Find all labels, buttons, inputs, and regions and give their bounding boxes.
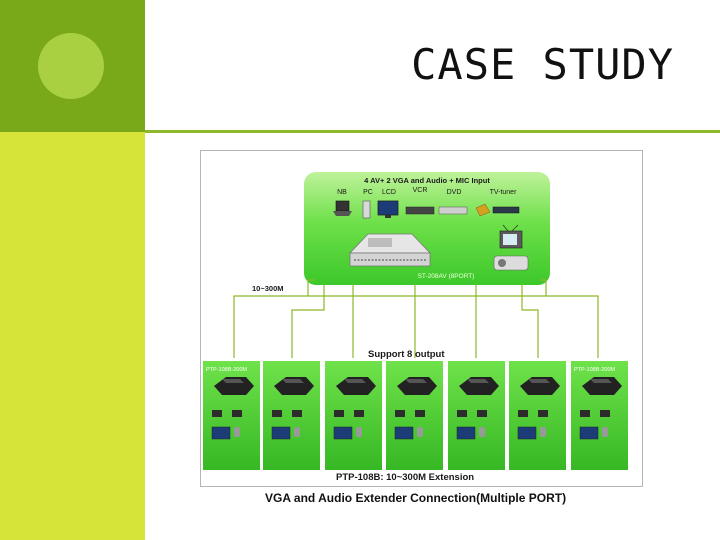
diagram-svg: 4 AV+ 2 VGA and Audio + MIC Input NB PC …	[200, 150, 643, 487]
crt-tv-icon	[499, 224, 523, 249]
diagram-caption: VGA and Audio Extender Connection(Multip…	[265, 491, 567, 505]
receiver-label-left: PTP-108B-200M	[206, 367, 247, 373]
laptop-icon	[333, 200, 352, 216]
projector-icon	[493, 255, 529, 271]
receiver-unit-3	[325, 361, 382, 470]
signal-wiring	[233, 279, 599, 358]
title-divider	[145, 130, 720, 133]
receiver-unit-4	[386, 361, 443, 470]
receiver-unit-1	[203, 361, 260, 470]
speaker-icon	[475, 203, 491, 217]
receiver-unit-6	[509, 361, 566, 470]
vcr-icon	[405, 206, 435, 215]
source-label-pc: PC	[363, 189, 373, 196]
source-label-vcr: VCR	[413, 187, 428, 194]
source-label-nb: NB	[337, 189, 347, 196]
title-bar	[145, 0, 720, 132]
support-label: Support 8 output	[368, 349, 445, 360]
hub-label: ST-208AV (8PORT)	[418, 273, 475, 280]
source-label-lcd: LCD	[382, 189, 396, 196]
receiver-unit-7	[571, 361, 628, 470]
lcd-monitor-icon	[377, 200, 399, 218]
distance-label: 10~300M	[252, 284, 283, 293]
receiver-label-right: PTP-108B-200M	[574, 367, 615, 373]
source-label-tv-tuner: TV-tuner	[490, 189, 518, 196]
pc-tower-icon	[362, 200, 371, 219]
input-header: 4 AV+ 2 VGA and Audio + MIC Input	[364, 176, 490, 185]
dvd-player-icon	[438, 206, 468, 215]
receiver-unit-2	[263, 361, 320, 470]
receiver-unit-5	[448, 361, 505, 470]
hub-device-icon	[349, 233, 431, 267]
extension-label: PTP-108B: 10~300M Extension	[336, 472, 474, 483]
decorative-circle	[38, 33, 104, 99]
sidebar-bottom-band	[0, 132, 145, 540]
source-label-dvd: DVD	[447, 189, 462, 196]
slide-title: CASE STUDY	[411, 40, 674, 89]
tv-tuner-icon	[492, 206, 520, 214]
connection-diagram: 4 AV+ 2 VGA and Audio + MIC Input NB PC …	[200, 150, 643, 487]
